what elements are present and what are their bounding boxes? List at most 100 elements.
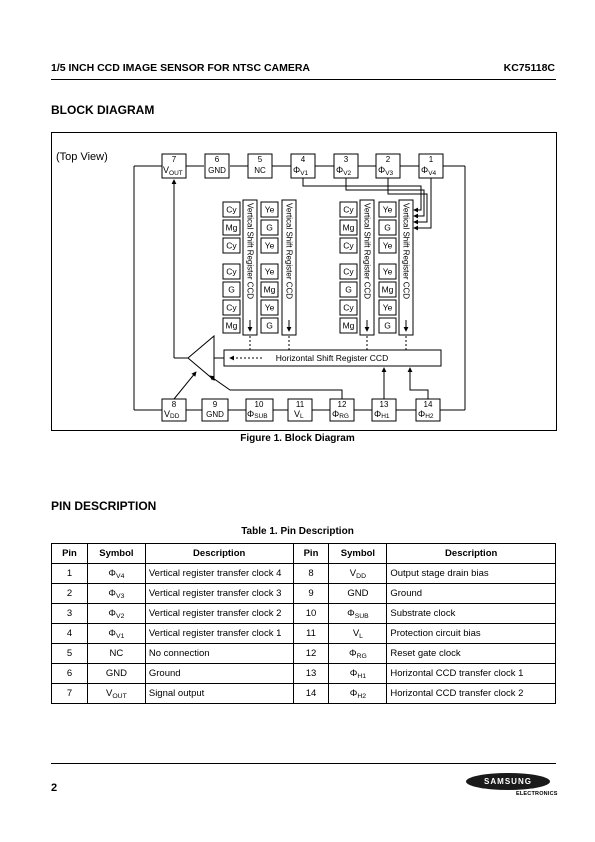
pin-number-cell: 13 <box>292 663 330 684</box>
svg-text:VOUT: VOUT <box>163 165 183 177</box>
symbol-cell: GND <box>86 663 146 684</box>
header-rule <box>51 79 556 80</box>
symbol-cell: VOUT <box>86 683 146 704</box>
svg-text:Ye: Ye <box>265 267 275 277</box>
symbol-cell: ΦV3 <box>86 583 146 604</box>
symbol-text: GND <box>105 667 127 679</box>
symbol-subscript: V2 <box>116 612 125 620</box>
svg-text:Cy: Cy <box>226 267 237 277</box>
top-pin-1: 1 ΦV4 <box>418 153 444 179</box>
page-number: 2 <box>51 782 58 794</box>
svg-text:ΦV2: ΦV2 <box>336 165 352 177</box>
svg-text:ΦRG: ΦRG <box>332 409 349 420</box>
svg-text:2: 2 <box>386 155 391 164</box>
svg-text:13: 13 <box>380 400 389 409</box>
svg-text:Ye: Ye <box>265 241 275 251</box>
symbol-text: Φ <box>347 607 355 619</box>
symbol-text: V <box>106 687 113 699</box>
svg-text:Mg: Mg <box>382 285 394 295</box>
svg-text:11: 11 <box>296 400 305 409</box>
svg-text:Cy: Cy <box>226 241 237 251</box>
description-cell: Ground <box>144 663 294 684</box>
description-cell: Vertical register transfer clock 2 <box>144 603 294 624</box>
svg-text:GND: GND <box>208 166 226 175</box>
symbol-cell: ΦRG <box>328 643 388 664</box>
document-title: 1/5 INCH CCD IMAGE SENSOR FOR NTSC CAMER… <box>51 62 311 74</box>
bottom-pin-13: 13 ΦH1 <box>371 398 397 422</box>
symbol-cell: ΦV1 <box>86 623 146 644</box>
samsung-logo: SAMSUNG <box>466 773 550 790</box>
description-cell: Horizontal CCD transfer clock 2 <box>386 683 556 704</box>
vertical-clock-lines <box>302 178 432 231</box>
block-diagram-heading: BLOCK DIAGRAM <box>51 103 155 117</box>
description-cell: Substrate clock <box>386 603 556 624</box>
svg-text:1: 1 <box>429 155 434 164</box>
pin-description-heading: PIN DESCRIPTION <box>51 499 157 513</box>
svg-text:6: 6 <box>215 155 220 164</box>
description-cell: Ground <box>386 583 556 604</box>
symbol-subscript: H1 <box>357 672 367 680</box>
symbol-cell: VDD <box>328 563 388 584</box>
svg-text:ΦV1: ΦV1 <box>293 165 309 177</box>
symbol-text: GND <box>347 587 369 599</box>
pin-number-cell: 3 <box>51 603 88 624</box>
svg-text:9: 9 <box>213 400 218 409</box>
svg-text:ΦV3: ΦV3 <box>378 165 394 177</box>
bottom-pin-12: 12 ΦRG <box>329 398 355 422</box>
top-pin-3: 3 ΦV2 <box>333 153 359 179</box>
pin-number-cell: 7 <box>51 683 88 704</box>
symbol-cell: ΦV2 <box>86 603 146 624</box>
figure-caption: Figure 1. Block Diagram <box>240 433 355 444</box>
svg-text:Mg: Mg <box>343 223 355 233</box>
svg-text:Vertical Shift Register CCD: Vertical Shift Register CCD <box>402 203 411 299</box>
description-cell: Protection circuit bias <box>386 623 556 644</box>
svg-text:Ye: Ye <box>383 267 393 277</box>
pin-number-cell: 14 <box>292 683 330 704</box>
right-pixel-array: Cy Mg Cy Cy G Cy Mg Ye G Ye Ye Mg Ye G <box>339 201 397 334</box>
symbol-subscript: SUB <box>354 612 369 620</box>
svg-text:G: G <box>266 321 273 331</box>
symbol-text: V <box>352 627 360 639</box>
column-header: Pin <box>292 543 330 564</box>
svg-text:G: G <box>384 321 391 331</box>
svg-text:Cy: Cy <box>343 267 354 277</box>
svg-text:VL: VL <box>294 409 304 420</box>
svg-text:7: 7 <box>172 155 177 164</box>
bottom-pin-8: 8 VDD <box>161 398 187 422</box>
svg-text:VDD: VDD <box>164 409 180 420</box>
svg-text:14: 14 <box>424 400 433 409</box>
symbol-subscript: DD <box>356 572 367 580</box>
symbol-subscript: H2 <box>357 692 367 700</box>
bottom-pin-9: 9 GND <box>201 398 229 422</box>
top-pin-2: 2 ΦV3 <box>375 153 401 179</box>
svg-text:ΦSUB: ΦSUB <box>247 409 268 420</box>
svg-text:NC: NC <box>254 166 266 175</box>
svg-text:G: G <box>345 285 352 295</box>
svg-text:GND: GND <box>206 410 224 419</box>
output-amplifier <box>171 179 343 400</box>
bottom-pin-11: 11 VL <box>287 398 313 422</box>
svg-text:ΦV4: ΦV4 <box>421 165 437 177</box>
column-header: Symbol <box>328 543 388 564</box>
left-vertical-register-2: Vertical Shift Register CCD <box>281 199 297 336</box>
column-header: Pin <box>51 543 88 564</box>
electronics-label: ELECTRONICS <box>516 791 558 797</box>
top-pin-4: 4 ΦV1 <box>290 153 316 179</box>
column-header: Description <box>144 543 294 564</box>
svg-text:Ye: Ye <box>383 303 393 313</box>
svg-text:G: G <box>384 223 391 233</box>
svg-text:Cy: Cy <box>343 205 354 215</box>
pin-number-cell: 12 <box>292 643 330 664</box>
symbol-text: Φ <box>108 627 117 639</box>
left-pixel-array: Cy Mg Cy Cy G Cy Mg Ye G Ye Ye Mg Ye G <box>222 201 279 334</box>
symbol-cell: ΦH1 <box>328 663 388 684</box>
right-vertical-register-2: Vertical Shift Register CCD <box>398 199 414 336</box>
svg-text:Mg: Mg <box>226 223 238 233</box>
top-view-label: (Top View) <box>56 151 108 163</box>
svg-text:Mg: Mg <box>264 285 276 295</box>
svg-text:G: G <box>228 285 235 295</box>
